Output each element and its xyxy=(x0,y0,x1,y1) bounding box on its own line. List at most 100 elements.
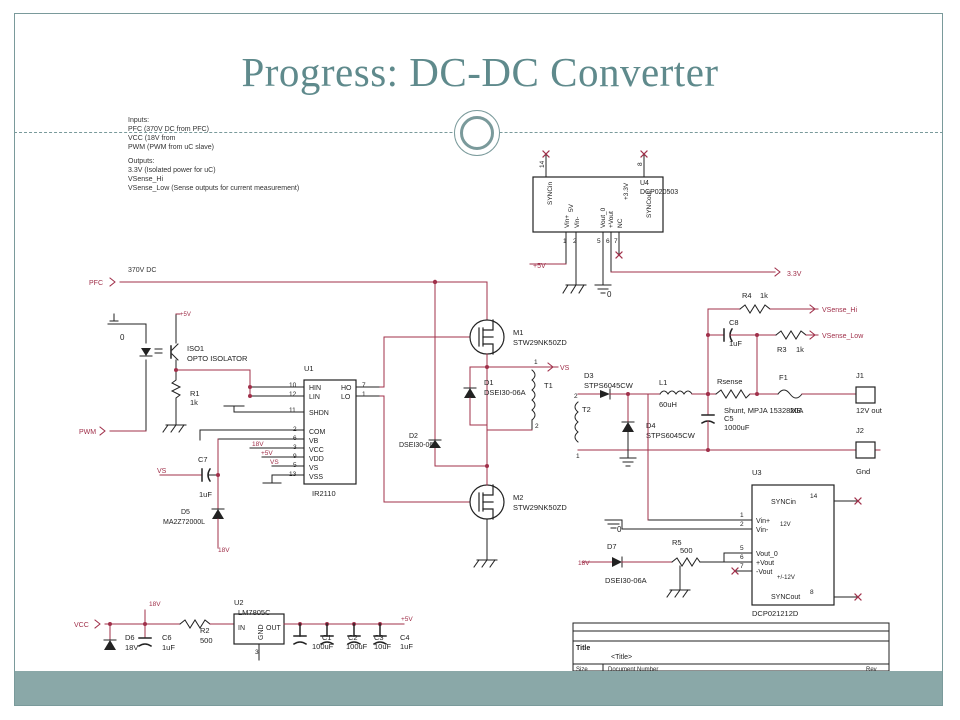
m2-value: STW29NK50ZD xyxy=(513,503,567,512)
c1-ref: C1 xyxy=(322,633,332,642)
d3-ref: D3 xyxy=(584,371,594,380)
svg-text:2: 2 xyxy=(574,393,578,400)
transformers: T1 2 T2 2 1 xyxy=(486,369,881,460)
d2-value: DSEI30-06A xyxy=(399,442,438,449)
f1-ref: F1 xyxy=(779,373,788,382)
svg-text:18V: 18V xyxy=(578,560,590,567)
r4-ref: R4 xyxy=(742,291,752,300)
j2-ref: J2 xyxy=(856,426,864,435)
u3-ref: U3 xyxy=(752,468,762,477)
svg-text:2: 2 xyxy=(573,238,577,245)
l1-ref: L1 xyxy=(659,378,667,387)
r2-ref: R2 xyxy=(200,626,210,635)
svg-text:Vout_0: Vout_0 xyxy=(756,551,778,558)
svg-text:11: 11 xyxy=(289,407,296,414)
d4-value: STPS6045CW xyxy=(646,431,696,440)
u4-pin-33v: +3.3V xyxy=(623,182,630,200)
notes-block: Inputs: PFC (370V DC from PFC) VCC (18V … xyxy=(128,117,299,274)
r5-value: 500 xyxy=(680,546,693,555)
iso1-ref: ISO1 xyxy=(187,344,204,353)
c4-value: 1uF xyxy=(400,642,413,651)
pwm-net-label: PWM xyxy=(79,429,96,436)
svg-text:12V: 12V xyxy=(780,522,791,528)
svg-text:VS: VS xyxy=(309,465,319,472)
u4-pin-vout0: Vout_0 xyxy=(600,207,607,228)
iso1-opto: 0 +5V ISO1 OPTO ISOLATOR R1 1k PWM xyxy=(79,312,251,436)
u4-ref: U4 xyxy=(640,180,649,187)
svg-text:VS: VS xyxy=(560,365,570,372)
c4-ref: C4 xyxy=(400,633,410,642)
rsense-ref: Rsense xyxy=(717,377,742,386)
svg-text:1: 1 xyxy=(576,453,580,460)
u4-pin-vinp: Vin+ xyxy=(564,215,571,228)
svg-text:+Vout: +Vout xyxy=(756,560,774,567)
d4-ref: D4 xyxy=(646,421,656,430)
svg-text:VSS: VSS xyxy=(309,474,323,481)
svg-text:18V: 18V xyxy=(218,547,230,554)
svg-text:Vin+: Vin+ xyxy=(756,518,770,525)
c7-value: 1uF xyxy=(199,490,212,499)
r3-ref: R3 xyxy=(777,345,787,354)
svg-text:1: 1 xyxy=(362,391,366,398)
c6-ref: C6 xyxy=(162,633,172,642)
svg-text:Vin-: Vin- xyxy=(756,527,769,534)
u2-value: LM7805C xyxy=(238,608,271,617)
r1-ref: R1 xyxy=(190,389,200,398)
c7-ref: C7 xyxy=(198,455,208,464)
slide-title: Progress: DC-DC Converter xyxy=(241,49,719,95)
j2-value: Gnd xyxy=(856,467,870,476)
svg-text:10: 10 xyxy=(289,382,297,389)
svg-text:7: 7 xyxy=(614,238,618,245)
svg-text:5: 5 xyxy=(597,238,601,245)
input-line: PWM (PWM from uC slave) xyxy=(128,144,214,151)
svg-text:12: 12 xyxy=(289,391,297,398)
svg-text:7: 7 xyxy=(362,382,366,389)
svg-text:1: 1 xyxy=(563,238,567,245)
vsense-hi-label: VSense_Hi xyxy=(822,307,857,314)
output-line: VSense_Low (Sense outputs for current me… xyxy=(128,185,299,192)
inputs-header: Inputs: xyxy=(128,117,149,124)
svg-text:5: 5 xyxy=(740,545,744,552)
r5-ref: R5 xyxy=(672,538,682,547)
c6-value: 1uF xyxy=(162,643,175,652)
svg-text:SHDN: SHDN xyxy=(309,410,329,417)
d3-value: STPS6045CW xyxy=(584,381,634,390)
c5-ref: C5 xyxy=(724,414,734,423)
j1-ref: J1 xyxy=(856,371,864,380)
u4-pin-nc: NC xyxy=(617,218,624,228)
u4-pin-5v: 5V xyxy=(568,203,575,212)
regulator-section: VCC 18V D6 18V C6 1uF R2 500 U2 LM7805C … xyxy=(74,598,413,661)
svg-text:VCC: VCC xyxy=(309,447,324,454)
outputs-header: Outputs: xyxy=(128,158,155,165)
svg-text:6: 6 xyxy=(740,554,744,561)
svg-text:8: 8 xyxy=(810,589,814,596)
c5-value: 1000uF xyxy=(724,423,750,432)
footer-bar xyxy=(15,671,942,705)
svg-text:VDD: VDD xyxy=(309,456,324,463)
pfc-bus: PFC xyxy=(89,277,488,441)
d7-value: DSEI30-06A xyxy=(605,576,647,585)
svg-text:Size: Size xyxy=(576,667,588,673)
d5-value: MA2Z72000L xyxy=(163,519,205,526)
mosfets: M1 STW29NK50ZD M2 STW29NK50ZD D2 DSEI30-… xyxy=(399,319,570,568)
d1-value: DSEI30-06A xyxy=(484,388,526,397)
svg-text:VS: VS xyxy=(157,468,167,475)
svg-text:14: 14 xyxy=(810,493,818,500)
u3-converter: U3 DCP021212D SYNCin Vin+ Vin- Vout_0 +V… xyxy=(578,393,862,618)
j1-value: 12V out xyxy=(856,406,883,415)
l1-value: 60uH xyxy=(659,400,677,409)
bus-label: 370V DC xyxy=(128,267,156,274)
svg-text:8: 8 xyxy=(637,162,644,166)
svg-text:7: 7 xyxy=(740,563,744,570)
schematic-title-block: Title <Title> Size Document Number Rev xyxy=(572,622,890,673)
double-ring-icon xyxy=(454,110,500,156)
svg-text:VB: VB xyxy=(309,438,319,445)
svg-text:Document Number: Document Number xyxy=(608,667,658,673)
u1-value: IR2110 xyxy=(312,489,336,498)
svg-text:+5V: +5V xyxy=(180,312,191,318)
slide-frame xyxy=(14,13,943,706)
svg-text:-Vout: -Vout xyxy=(756,569,772,576)
svg-text:18V: 18V xyxy=(149,601,161,608)
c8-ref: C8 xyxy=(729,318,739,327)
